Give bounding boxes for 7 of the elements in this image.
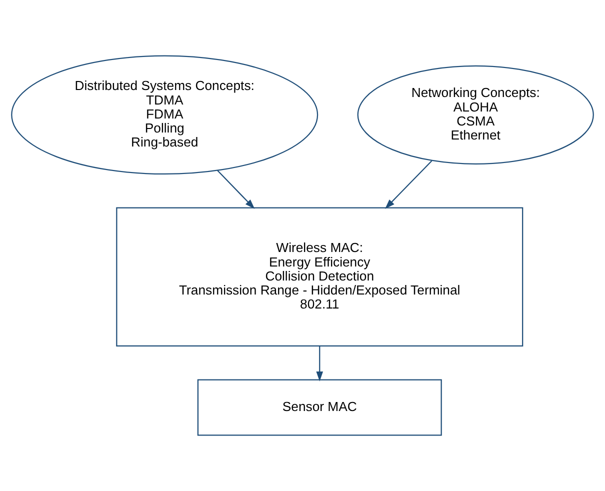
arrow <box>316 346 324 382</box>
arrow <box>217 170 255 209</box>
node-box: Sensor MAC <box>197 379 442 436</box>
node-ellipse: Networking Concepts: ALOHA CSMA Ethernet <box>357 65 594 164</box>
arrow <box>384 160 432 209</box>
node-ellipse: Distributed Systems Concepts: TDMA FDMA Polling Ring-based <box>11 55 318 175</box>
node-box: Wireless MAC: Energy Efficiency Collision Detection Transmission Range - Hidden/Exposed Terminal 802.11 <box>116 207 524 347</box>
